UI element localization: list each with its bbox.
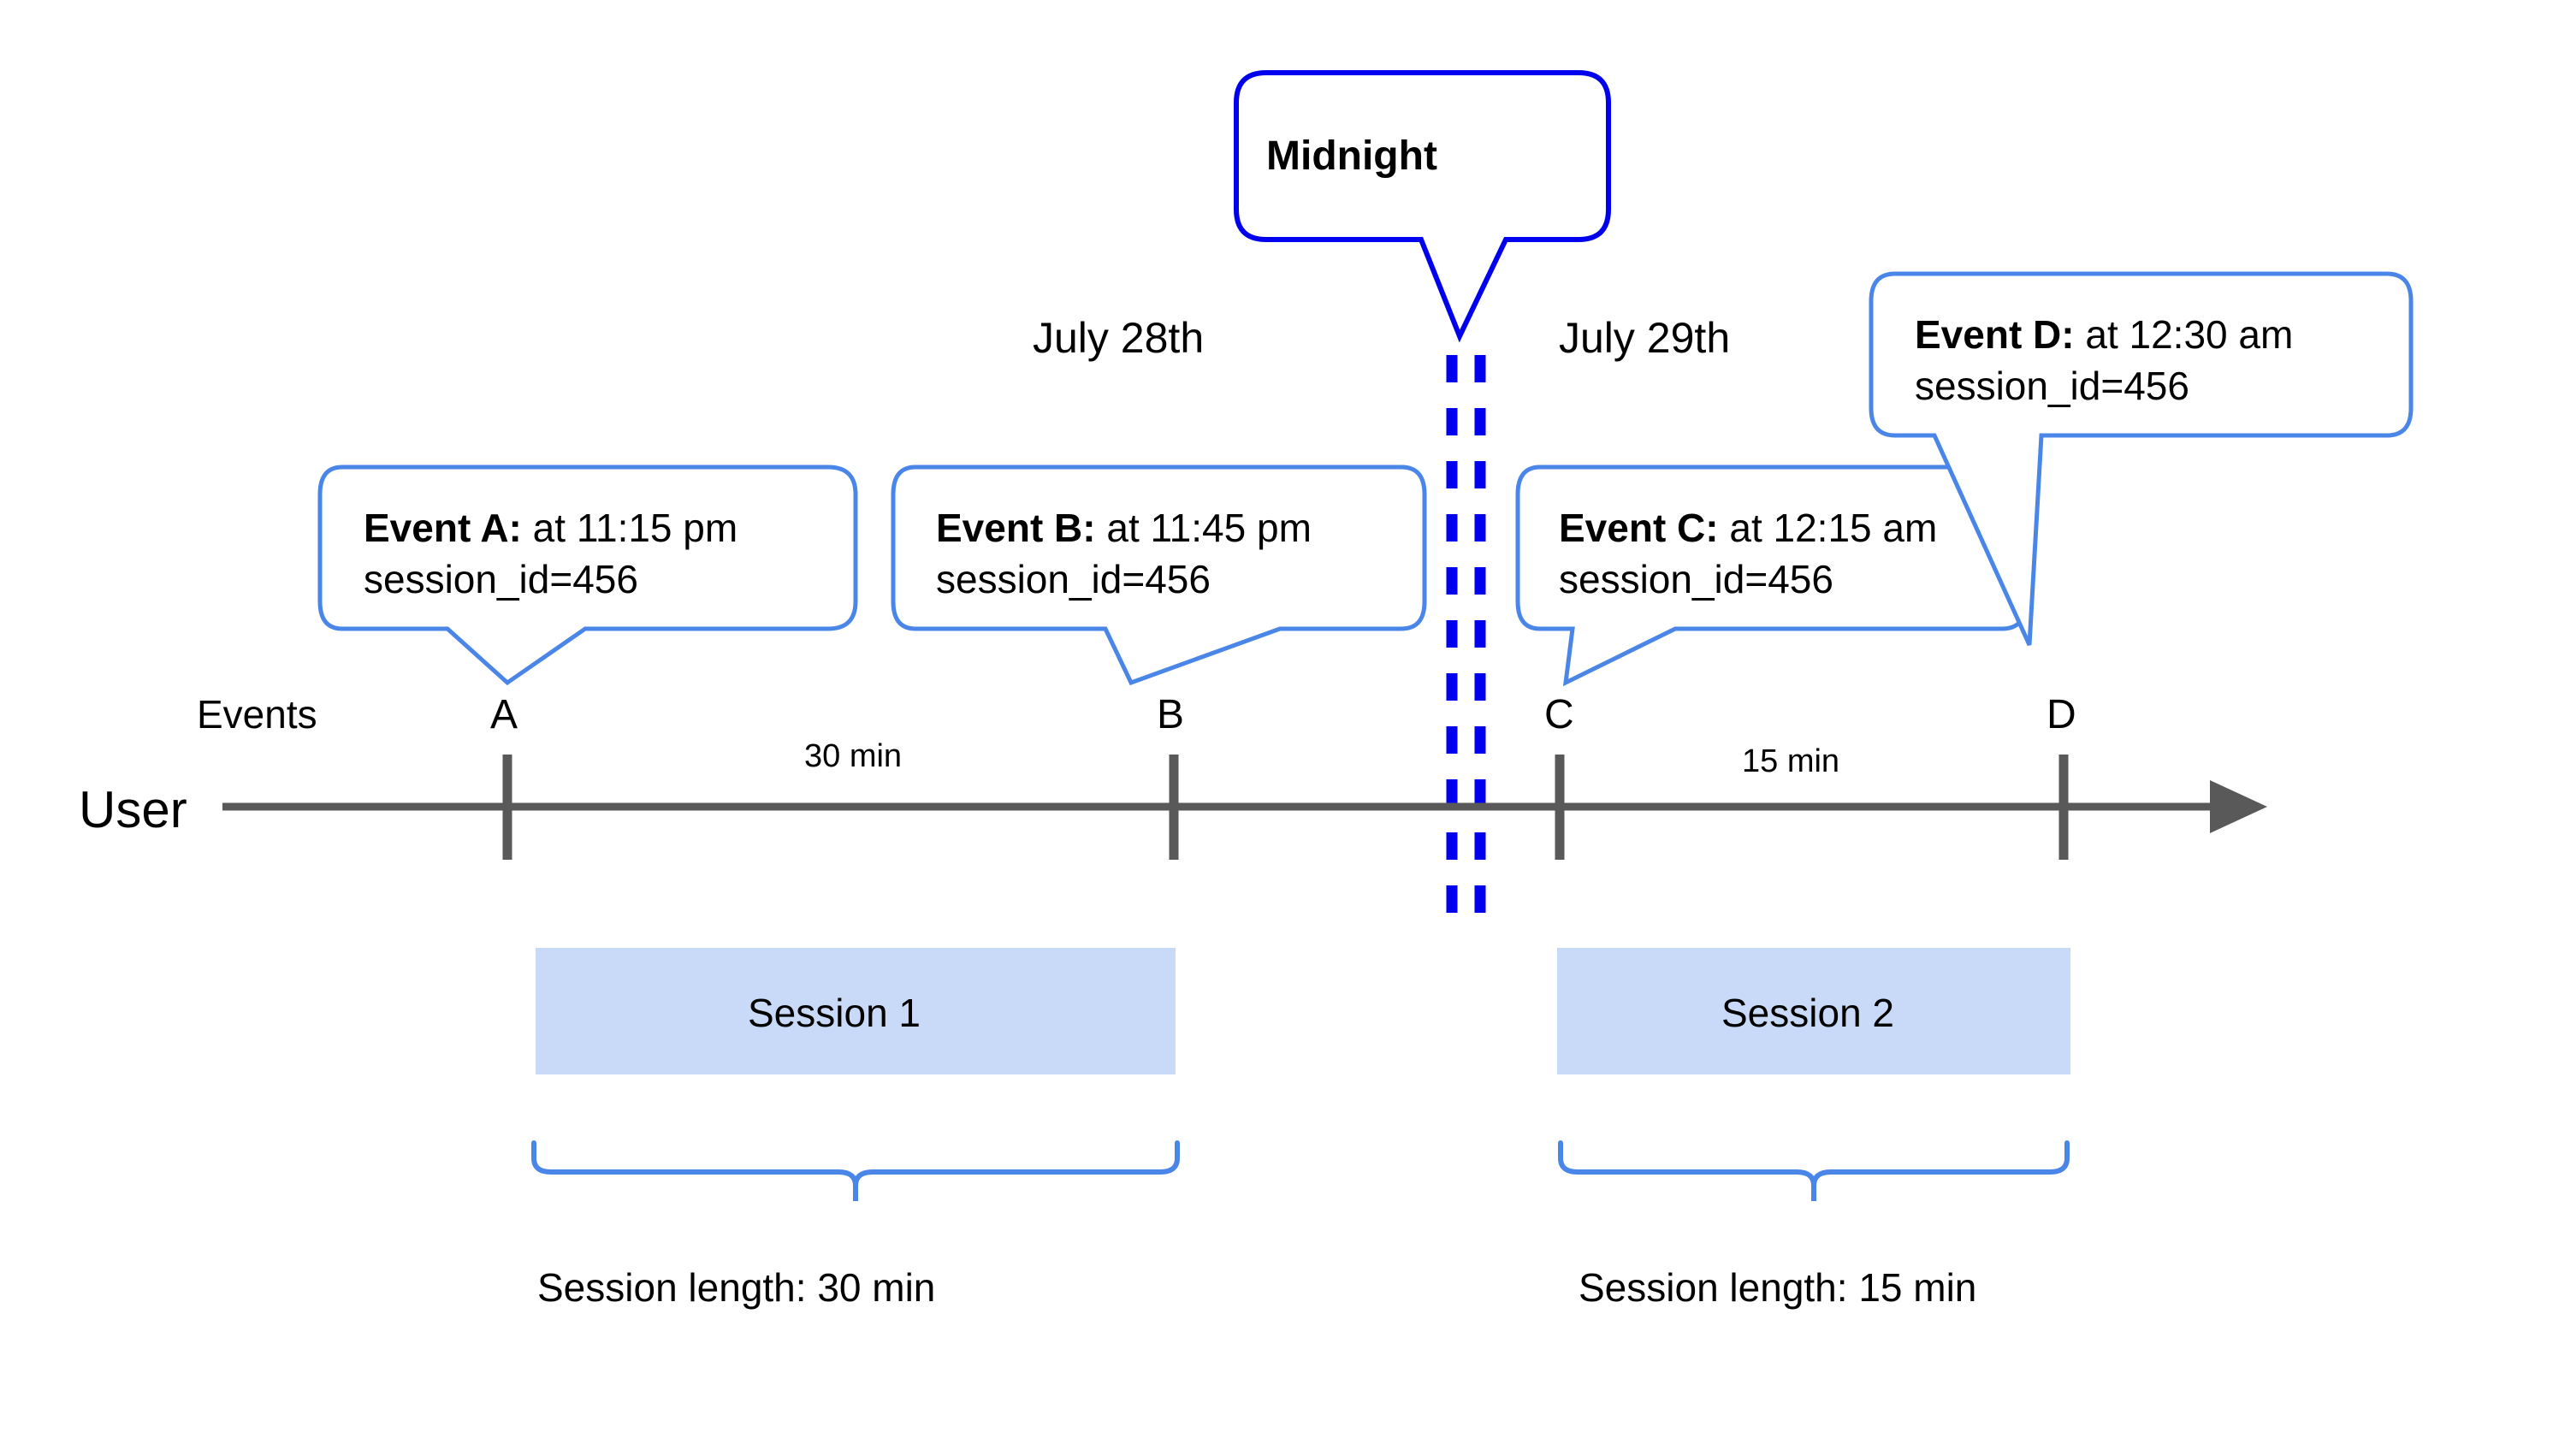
event-a-callout-line-1: Event A: at 11:15 pm xyxy=(364,503,737,553)
event-d-session-id: session_id=456 xyxy=(1915,364,2189,408)
midnight-callout-shape xyxy=(1234,70,1611,343)
session-2-length-label: Session length: 15 min xyxy=(1579,1265,1977,1310)
session-1-label: Session 1 xyxy=(748,991,921,1035)
user-lane-label: User xyxy=(79,781,187,838)
date-label-july-29: July 29th xyxy=(1559,314,1731,362)
tick-letter-c: C xyxy=(1544,692,1574,737)
tick-letter-a: A xyxy=(490,692,518,737)
event-a-time: at 11:15 pm xyxy=(521,506,738,550)
event-a-session-id: session_id=456 xyxy=(364,557,638,601)
session-1-brace xyxy=(531,1140,1180,1201)
timeline-arrow-head xyxy=(2210,780,2267,833)
session-1-length-label: Session length: 30 min xyxy=(537,1265,936,1310)
session-2-bar xyxy=(1557,948,2070,1074)
event-b-time: at 11:45 pm xyxy=(1095,506,1312,550)
duration-label-15-min: 15 min xyxy=(1742,743,1840,779)
date-label-july-28: July 28th xyxy=(1033,314,1205,362)
event-b-callout-line-1: Event B: at 11:45 pm xyxy=(936,503,1312,553)
event-c-time: at 12:15 am xyxy=(1718,506,1938,550)
event-c-callout-line-1: Event C: at 12:15 am xyxy=(1559,503,1937,553)
tick-letter-d: D xyxy=(2047,692,2076,737)
event-d-callout-line-1: Event D: at 12:30 am xyxy=(1915,310,2293,360)
tick-letter-b: B xyxy=(1157,692,1185,737)
duration-label-30-min: 30 min xyxy=(804,738,903,774)
event-a-callout-shape xyxy=(317,465,858,686)
session-1-bar xyxy=(536,948,1176,1074)
session-2-brace xyxy=(1558,1140,2070,1201)
event-a-name: Event A: xyxy=(364,506,522,550)
event-c-name: Event C: xyxy=(1559,506,1719,550)
event-d-callout-shape xyxy=(1869,271,2414,647)
event-d-time: at 12:30 am xyxy=(2074,312,2294,357)
event-b-name: Event B: xyxy=(936,506,1096,550)
event-d-name: Event D: xyxy=(1915,312,2075,357)
event-b-session-id: session_id=456 xyxy=(936,557,1211,601)
event-c-session-id: session_id=456 xyxy=(1559,557,1833,601)
event-b-callout-shape xyxy=(891,465,1427,686)
events-lane-label: Events xyxy=(197,692,317,737)
midnight-label: Midnight xyxy=(1266,133,1437,179)
session-2-label: Session 2 xyxy=(1721,991,1895,1035)
